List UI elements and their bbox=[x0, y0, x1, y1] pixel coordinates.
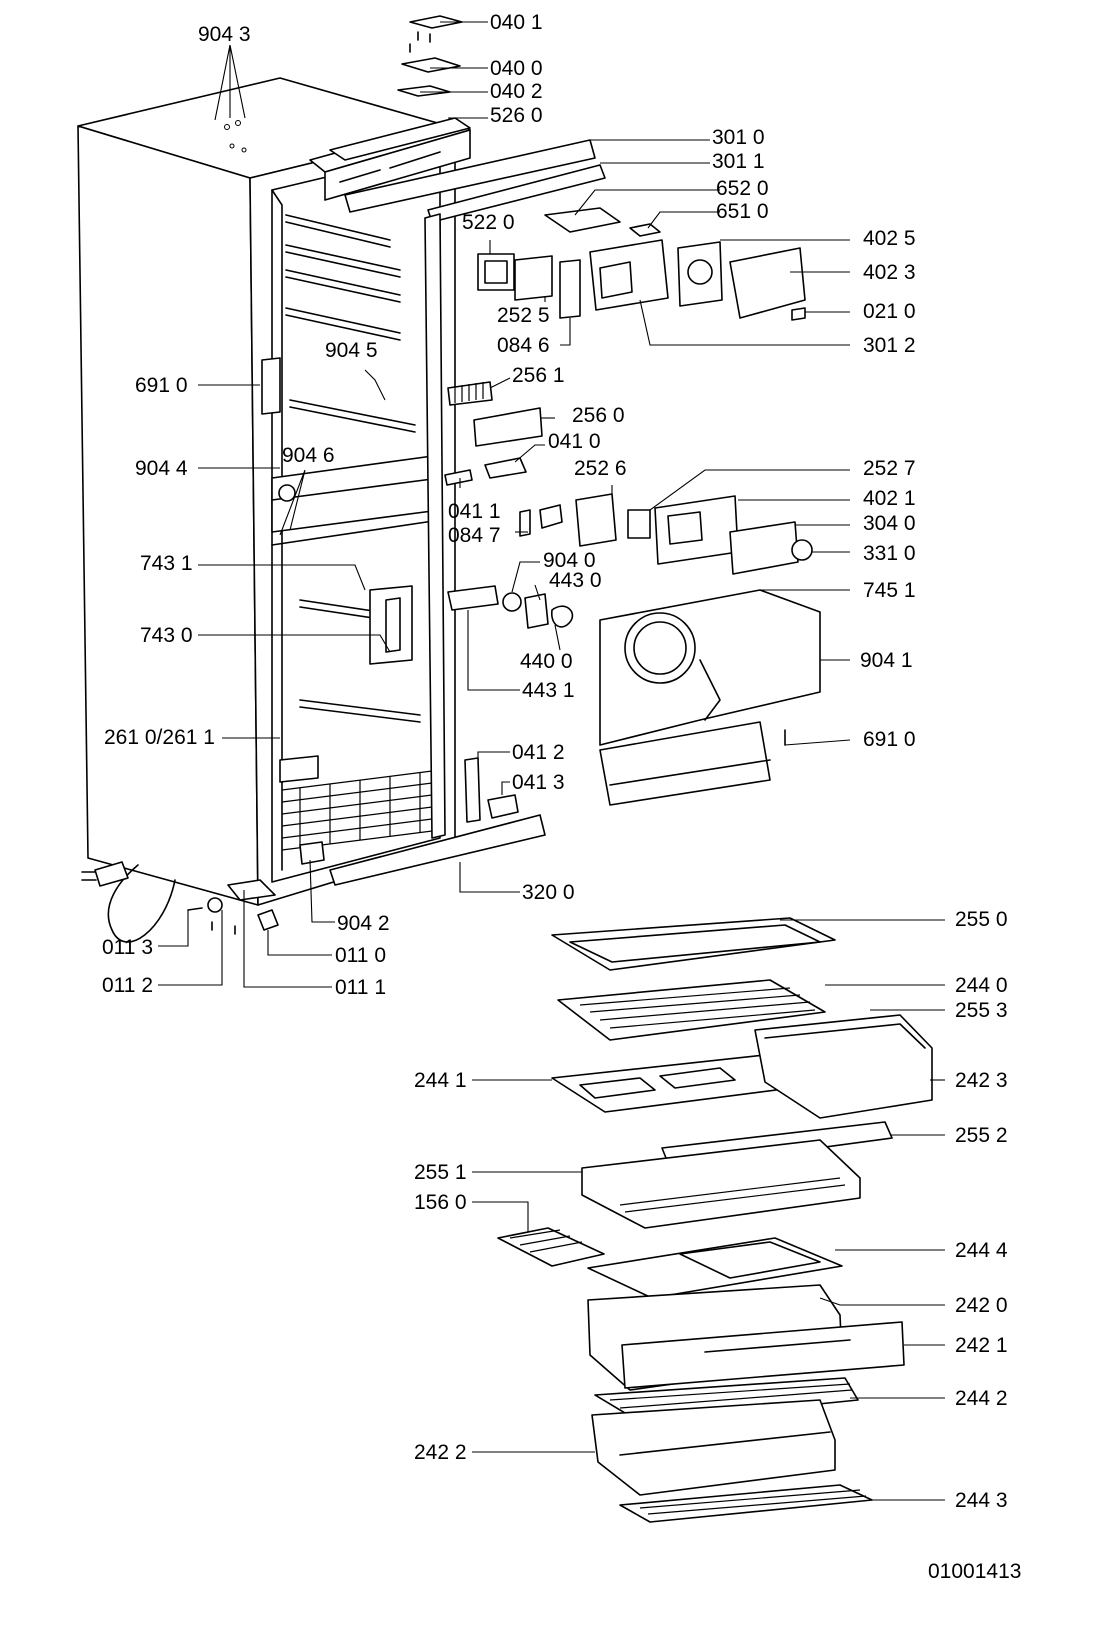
label-084-6: 084 6 bbox=[497, 334, 550, 357]
label-301-2: 301 2 bbox=[863, 334, 916, 357]
label-255-0: 255 0 bbox=[955, 908, 1008, 931]
label-904-6: 904 6 bbox=[282, 444, 335, 467]
label-743-1: 743 1 bbox=[140, 552, 193, 575]
label-252-6: 252 6 bbox=[574, 457, 627, 480]
label-244-3: 244 3 bbox=[955, 1489, 1008, 1512]
label-904-5: 904 5 bbox=[325, 339, 378, 362]
label-522-0: 522 0 bbox=[462, 211, 515, 234]
label-904-1: 904 1 bbox=[860, 649, 913, 672]
label-301-1: 301 1 bbox=[712, 150, 765, 173]
label-041-2: 041 2 bbox=[512, 741, 565, 764]
label-041-3: 041 3 bbox=[512, 771, 565, 794]
label-255-3: 255 3 bbox=[955, 999, 1008, 1022]
shelves-and-bins bbox=[497, 917, 933, 1523]
label-256-0: 256 0 bbox=[572, 404, 625, 427]
label-745-1: 745 1 bbox=[863, 579, 916, 602]
label-041-1: 041 1 bbox=[448, 500, 501, 523]
label-021-0: 021 0 bbox=[863, 300, 916, 323]
label-331-0: 331 0 bbox=[863, 542, 916, 565]
label-904-3: 904 3 bbox=[198, 23, 251, 46]
label-904-4: 904 4 bbox=[135, 457, 188, 480]
label-320-0: 320 0 bbox=[522, 881, 575, 904]
drawing-number: 01001413 bbox=[928, 1560, 1021, 1583]
evaporator-cover bbox=[599, 589, 821, 806]
label-244-2: 244 2 bbox=[955, 1387, 1008, 1410]
label-261-0-261-1: 261 0/261 1 bbox=[104, 726, 215, 749]
label-040-0: 040 0 bbox=[490, 57, 543, 80]
label-242-3: 242 3 bbox=[955, 1069, 1008, 1092]
label-743-0: 743 0 bbox=[140, 624, 193, 647]
bottom-door-parts bbox=[299, 794, 546, 886]
label-242-1: 242 1 bbox=[955, 1334, 1008, 1357]
label-242-2: 242 2 bbox=[414, 1441, 467, 1464]
label-443-0: 443 0 bbox=[549, 569, 602, 592]
label-904-2: 904 2 bbox=[337, 912, 390, 935]
label-244-4: 244 4 bbox=[955, 1239, 1008, 1262]
middle-door-parts bbox=[444, 381, 813, 629]
label-040-1: 040 1 bbox=[490, 11, 543, 34]
label-255-1: 255 1 bbox=[414, 1161, 467, 1184]
label-402-5: 402 5 bbox=[863, 227, 916, 250]
control-box-group bbox=[477, 207, 806, 321]
label-526-0: 526 0 bbox=[490, 104, 543, 127]
label-244-0: 244 0 bbox=[955, 974, 1008, 997]
label-440-0: 440 0 bbox=[520, 650, 573, 673]
label-904-0: 904 0 bbox=[543, 549, 596, 572]
label-084-7: 084 7 bbox=[448, 524, 501, 547]
fridge-cabinet bbox=[77, 77, 471, 943]
label-244-1: 244 1 bbox=[414, 1069, 467, 1092]
label-040-2: 040 2 bbox=[490, 80, 543, 103]
label-691-0-a: 691 0 bbox=[135, 374, 188, 397]
label-011-2: 011 2 bbox=[102, 974, 153, 997]
label-041-0: 041 0 bbox=[548, 430, 601, 453]
label-252-7: 252 7 bbox=[863, 457, 916, 480]
label-402-3: 402 3 bbox=[863, 261, 916, 284]
label-252-5: 252 5 bbox=[497, 304, 550, 327]
label-402-1: 402 1 bbox=[863, 487, 916, 510]
label-242-0: 242 0 bbox=[955, 1294, 1008, 1317]
label-011-1: 011 1 bbox=[335, 976, 386, 999]
top-parts bbox=[329, 15, 471, 161]
label-156-0: 156 0 bbox=[414, 1191, 467, 1214]
label-651-0: 651 0 bbox=[716, 200, 769, 223]
door-strips bbox=[344, 139, 606, 839]
label-256-1: 256 1 bbox=[512, 364, 565, 387]
label-652-0: 652 0 bbox=[716, 177, 769, 200]
part-labels: 040 1 040 0 040 2 526 0 904 3 301 0 301 … bbox=[102, 11, 1021, 1583]
label-255-2: 255 2 bbox=[955, 1124, 1008, 1147]
hinge-parts bbox=[187, 879, 279, 935]
leader-lines bbox=[158, 21, 945, 1501]
label-691-0-b: 691 0 bbox=[863, 728, 916, 751]
label-011-3: 011 3 bbox=[102, 936, 153, 959]
label-443-1: 443 1 bbox=[522, 679, 575, 702]
label-301-0: 301 0 bbox=[712, 126, 765, 149]
label-011-0: 011 0 bbox=[335, 944, 386, 967]
label-304-0: 304 0 bbox=[863, 512, 916, 535]
